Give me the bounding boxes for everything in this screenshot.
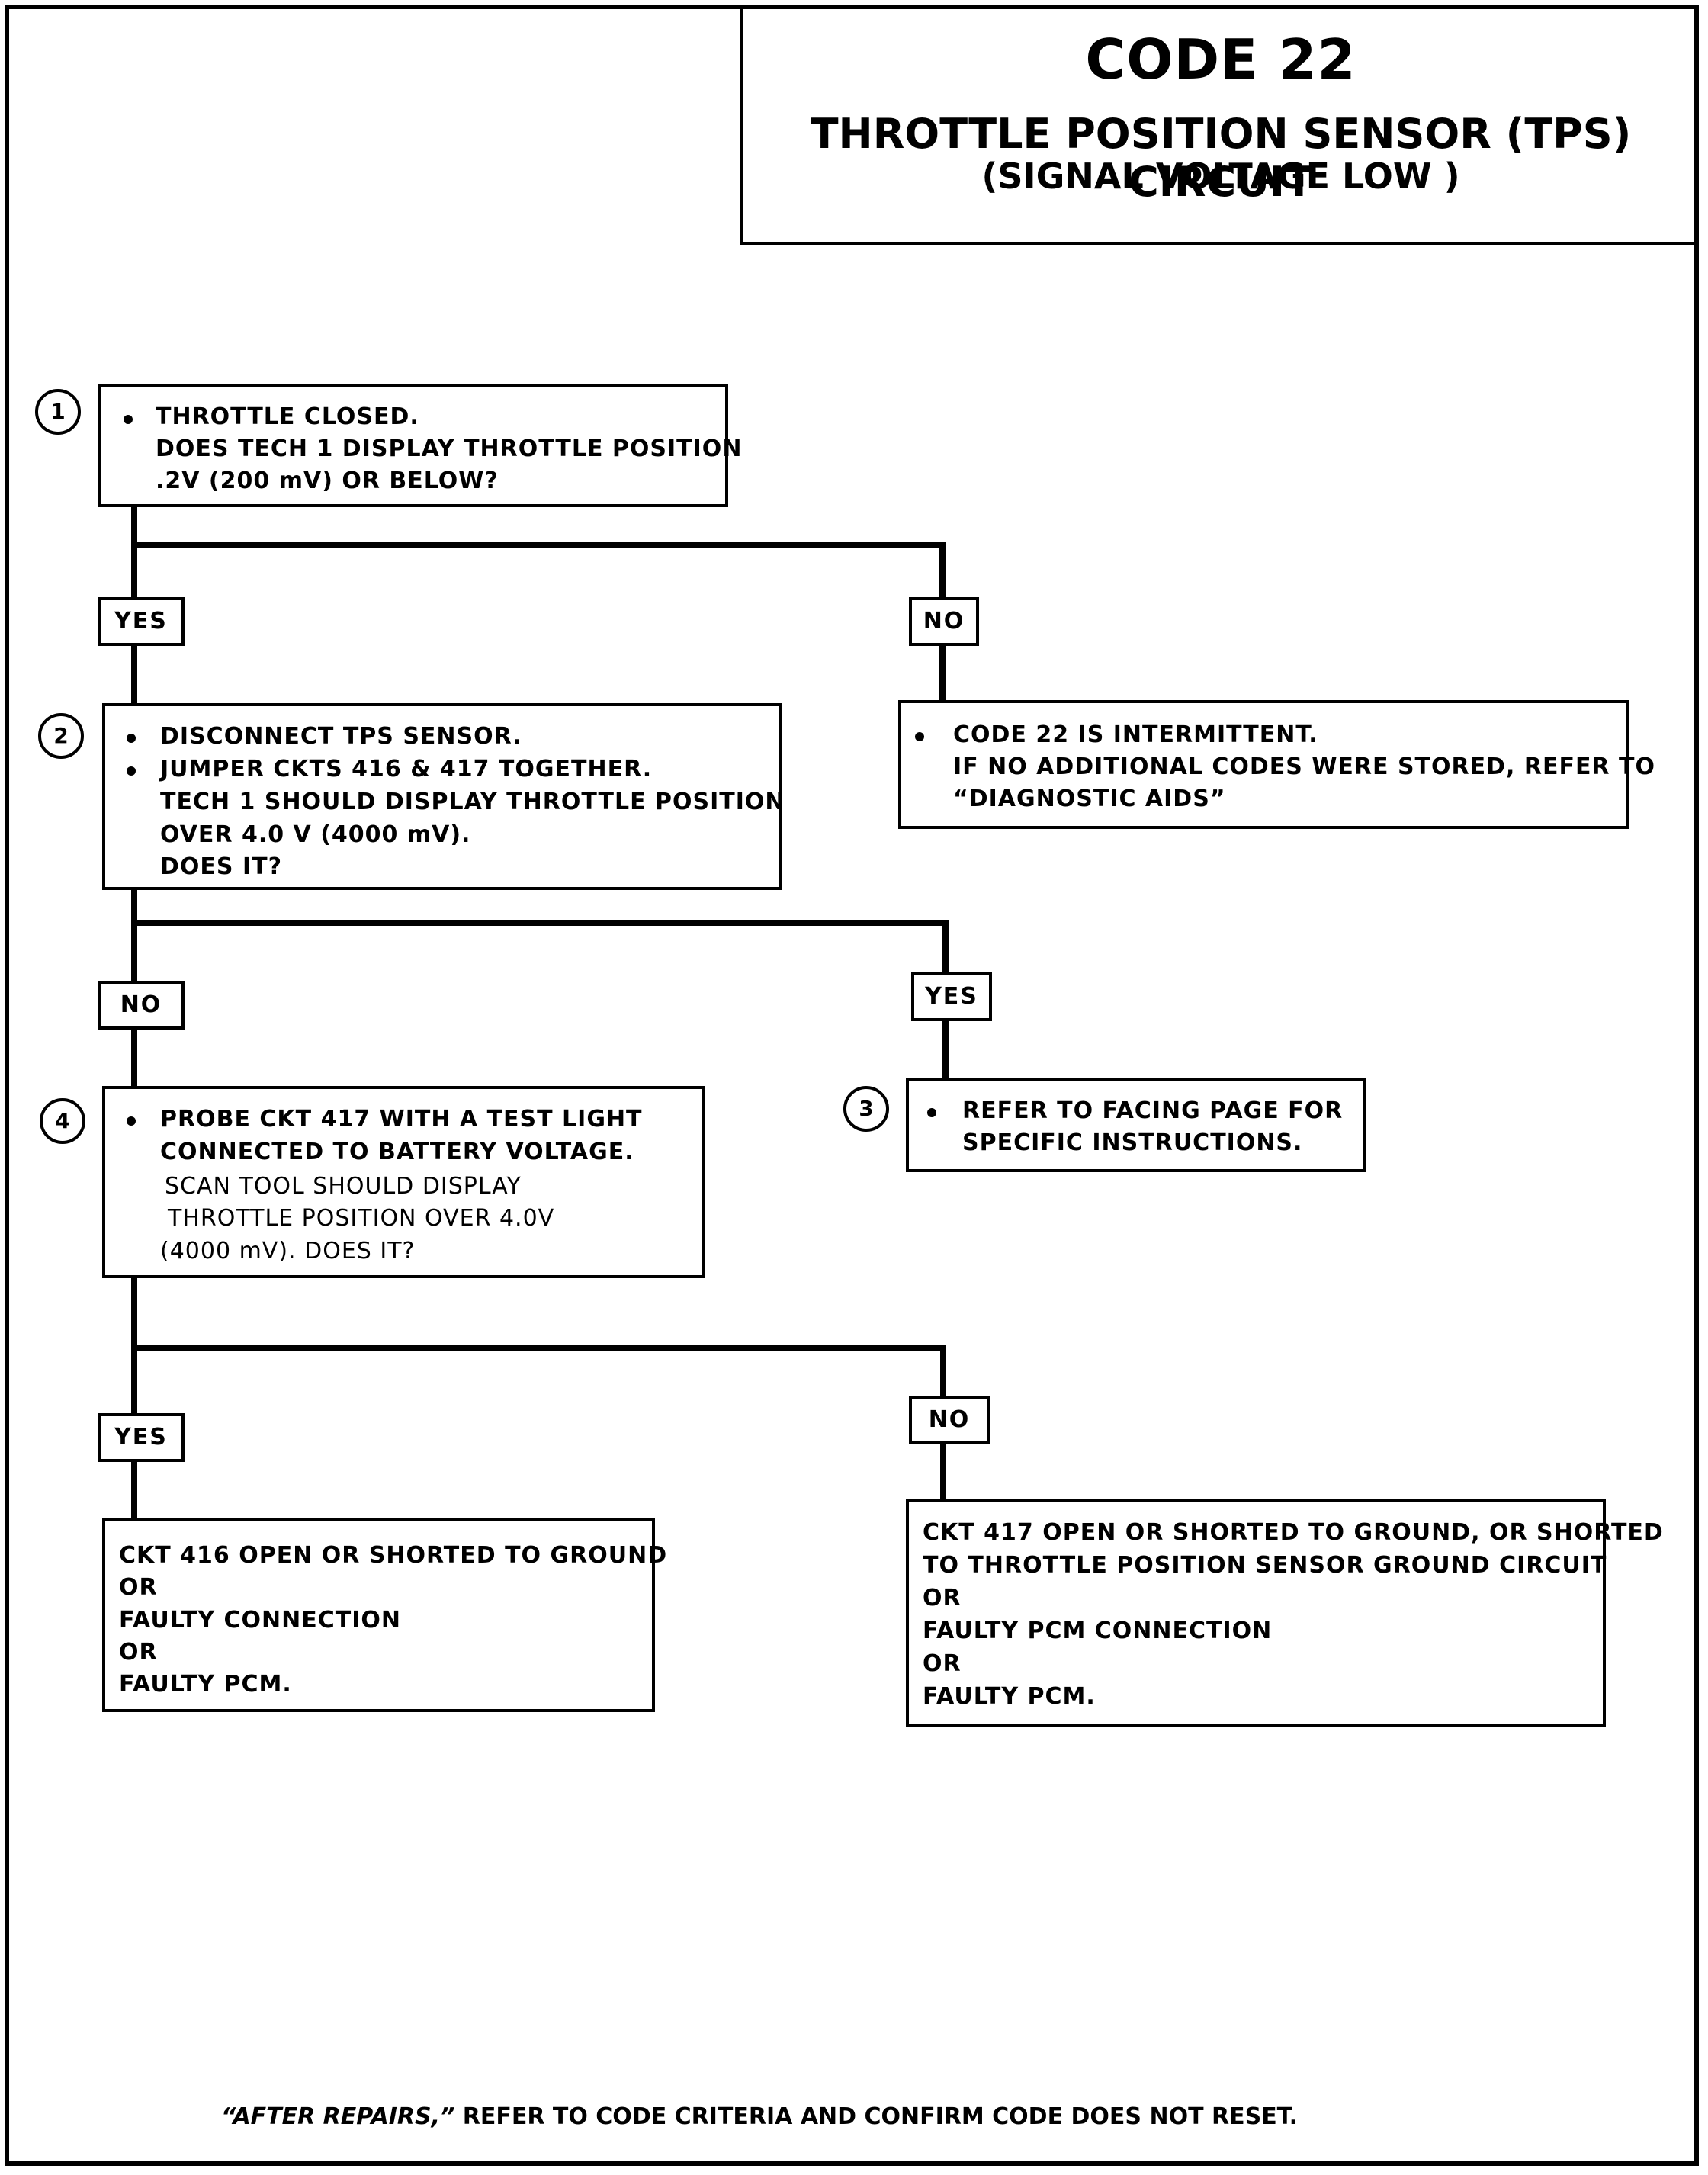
bullet-dot: [127, 1116, 136, 1126]
step3-line-1: REFER TO FACING PAGE FOR: [962, 1097, 1344, 1124]
step2-line-4: OVER 4.0 V (4000 mV).: [160, 821, 471, 848]
result-right-line-2: TO THROTTLE POSITION SENSOR GROUND CIRCU…: [923, 1552, 1607, 1579]
bullet-dot: [915, 732, 924, 741]
answer-yes-step4: YES: [98, 1413, 185, 1462]
footer-emphasis: “AFTER REPAIRS,”: [221, 2103, 455, 2130]
answer-no-step4: NO: [909, 1396, 990, 1444]
result-right-line-1: CKT 417 OPEN OR SHORTED TO GROUND, OR SH…: [923, 1519, 1664, 1546]
step3-box: REFER TO FACING PAGE FOR SPECIFIC INSTRU…: [906, 1078, 1366, 1172]
connector-step4-split: [131, 1345, 946, 1402]
answer-yes-step1: YES: [98, 597, 185, 646]
title-block: CODE 22 THROTTLE POSITION SENSOR (TPS) C…: [740, 5, 1699, 245]
footer-text: REFER TO CODE CRITERIA AND CONFIRM CODE …: [454, 2103, 1298, 2130]
step2-line-1: DISCONNECT TPS SENSOR.: [160, 723, 522, 750]
intermittent-line-2: IF NO ADDITIONAL CODES WERE STORED, REFE…: [953, 753, 1655, 780]
result-left-line-4: OR: [119, 1639, 158, 1666]
bullet-dot: [927, 1108, 936, 1117]
answer-yes-step2: YES: [911, 972, 992, 1021]
step1-line-1: THROTTLE CLOSED.: [156, 403, 419, 430]
step-number-3: 3: [843, 1086, 889, 1132]
step-number-1: 1: [35, 389, 81, 435]
intermittent-line-1: CODE 22 IS INTERMITTENT.: [953, 721, 1318, 748]
intermittent-box: CODE 22 IS INTERMITTENT. IF NO ADDITIONA…: [898, 700, 1655, 829]
result-left-line-2: OR: [119, 1574, 158, 1601]
result-left-line-1: CKT 416 OPEN OR SHORTED TO GROUND: [119, 1542, 668, 1569]
page-frame: [5, 5, 1699, 2166]
result-right-line-5: OR: [923, 1650, 962, 1677]
result-right-line-3: OR: [923, 1585, 962, 1611]
step2-box: DISCONNECT TPS SENSOR. JUMPER CKTS 416 &…: [102, 703, 785, 890]
step4-line-4: THROTTLE POSITION OVER 4.0V: [168, 1205, 555, 1232]
footer-note: “AFTER REPAIRS,” REFER TO CODE CRITERIA …: [221, 2103, 1298, 2130]
step2-line-2: JUMPER CKTS 416 & 417 TOGETHER.: [160, 756, 653, 782]
result-right-box: CKT 417 OPEN OR SHORTED TO GROUND, OR SH…: [906, 1499, 1663, 1727]
step2-line-3: TECH 1 SHOULD DISPLAY THROTTLE POSITION: [160, 789, 785, 815]
step4-line-3: SCAN TOOL SHOULD DISPLAY: [165, 1173, 522, 1200]
connector-step1-split: [131, 542, 946, 606]
step4-box: PROBE CKT 417 WITH A TEST LIGHT CONNECTE…: [102, 1086, 705, 1278]
step1-line-3: .2V (200 mV) OR BELOW?: [156, 467, 499, 494]
step1-box: THROTTLE CLOSED. DOES TECH 1 DISPLAY THR…: [98, 384, 741, 507]
result-left-line-5: FAULTY PCM.: [119, 1671, 292, 1698]
result-left-line-3: FAULTY CONNECTION: [119, 1607, 401, 1634]
step4-line-1: PROBE CKT 417 WITH A TEST LIGHT: [160, 1106, 643, 1132]
step4-line-5: (4000 mV). DOES IT?: [160, 1238, 416, 1264]
step4-line-2: CONNECTED TO BATTERY VOLTAGE.: [160, 1139, 634, 1165]
result-left-box: CKT 416 OPEN OR SHORTED TO GROUND OR FAU…: [102, 1518, 666, 1712]
connector-step2-split: [131, 920, 949, 975]
step1-line-2: DOES TECH 1 DISPLAY THROTTLE POSITION: [156, 435, 743, 462]
step-number-2: 2: [38, 713, 84, 759]
code-title: CODE 22: [1085, 27, 1356, 92]
sub-title: (SIGNAL VOLTAGE LOW ): [981, 156, 1460, 197]
bullet-dot: [127, 734, 136, 743]
answer-no-step2: NO: [98, 981, 185, 1030]
answer-no-step1: NO: [909, 597, 979, 646]
step3-line-2: SPECIFIC INSTRUCTIONS.: [962, 1129, 1303, 1156]
result-right-line-4: FAULTY PCM CONNECTION: [923, 1618, 1273, 1644]
result-right-line-6: FAULTY PCM.: [923, 1683, 1096, 1710]
main-title: THROTTLE POSITION SENSOR (TPS) CIRCUIT: [810, 110, 1632, 206]
bullet-dot: [124, 415, 133, 424]
bullet-dot: [127, 766, 136, 776]
intermittent-line-3: “DIAGNOSTIC AIDS”: [953, 786, 1226, 812]
step-number-4: 4: [40, 1098, 85, 1144]
step2-line-5: DOES IT?: [160, 853, 282, 880]
